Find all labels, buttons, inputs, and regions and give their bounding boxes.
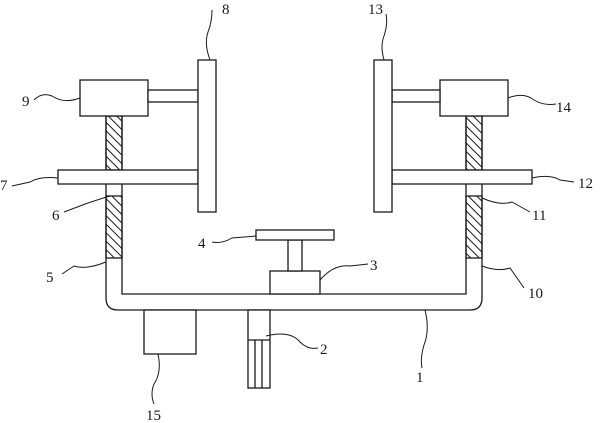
callout-5: 5 [46,270,54,286]
callout-9: 9 [22,94,30,110]
callout-15: 15 [146,408,161,423]
leader-11 [481,197,531,213]
bottom-leg [247,309,271,389]
center-base-block [269,270,321,295]
right-clamp-plate [373,59,393,213]
callout-10: 10 [528,286,543,302]
bottom-block [143,309,197,355]
callout-11: 11 [532,208,546,224]
leader-15 [151,353,160,405]
leader-10 [481,265,525,289]
callout-4: 4 [198,236,206,252]
leader-7 [11,177,59,187]
leader-2 [265,333,319,349]
left-rod [57,169,199,185]
leader-8 [205,9,213,61]
callout-7: 7 [0,178,8,194]
leader-14 [507,94,557,105]
leader-3 [319,263,369,281]
center-top-plate [255,229,335,241]
callout-3: 3 [370,258,378,274]
leader-9 [33,94,81,102]
right-rod [391,169,533,185]
right-column-lower-hatched [465,195,483,259]
callout-12: 12 [578,176,593,192]
leader-1 [420,309,428,369]
leader-6 [63,195,111,213]
callout-8: 8 [222,2,230,18]
center-stem [287,239,303,272]
left-column-lower-hatched [105,195,123,259]
left-motor-shaft [147,89,199,103]
left-motor [79,79,149,117]
leader-13 [381,13,388,61]
right-motor-shaft [391,89,441,103]
left-clamp-plate [197,59,217,213]
callout-6: 6 [52,208,60,224]
leader-12 [531,175,575,183]
base-frame [105,116,483,311]
leader-4 [211,235,257,243]
right-column-upper-hatched [465,115,483,171]
left-column-upper-hatched [105,115,123,171]
callout-1: 1 [416,370,424,386]
leader-5 [61,261,107,275]
callout-2: 2 [320,342,328,358]
callout-14: 14 [556,100,572,116]
callout-13: 13 [368,2,383,18]
right-motor [439,79,509,117]
